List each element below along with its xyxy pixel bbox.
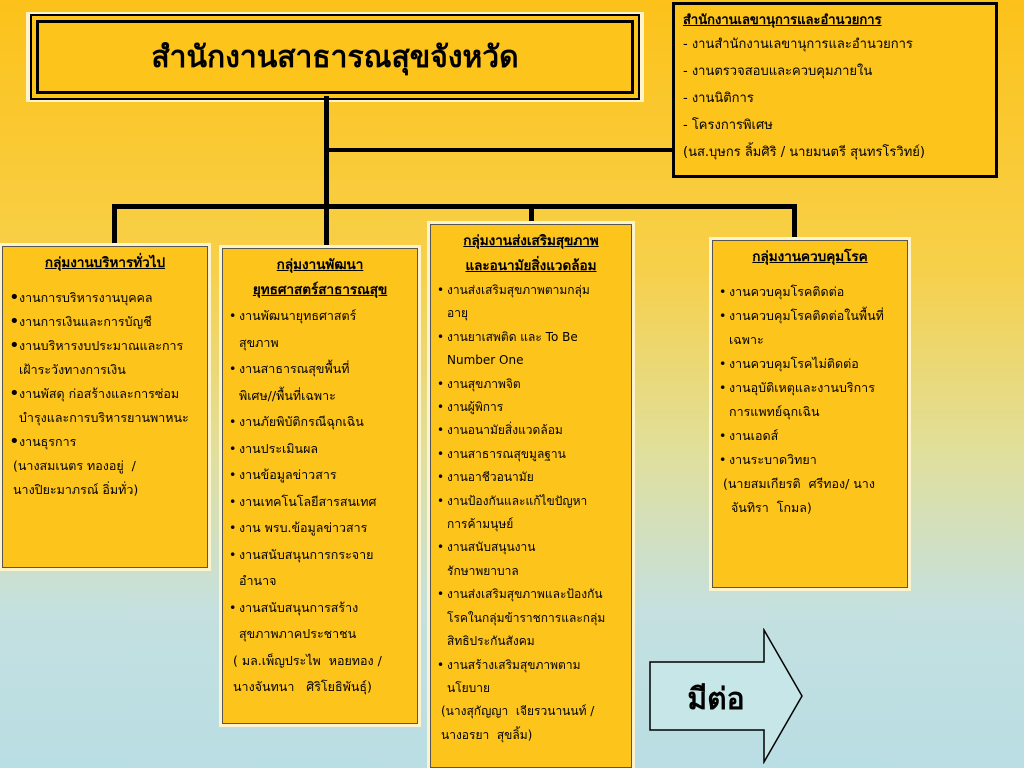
- group-responsible-note: (นายสมเกียรติ ศรีทอง/ นาง: [723, 476, 875, 491]
- group-item: งานระบาดวิทยา: [719, 448, 901, 472]
- group-item: การค้ามนุษย์: [447, 517, 514, 532]
- admin-note: (นส.บุษกร ลิ้มศิริ / นายมนตรี สุนทรโรวิท…: [683, 145, 925, 160]
- group-responsible-note: (นางสมเนตร ทองอยู่ /: [13, 458, 136, 473]
- group-item: งานผู้พิการ: [437, 396, 625, 420]
- group-item: งานพัสดุ ก่อสร้างและการซ่อม: [9, 382, 201, 406]
- group-responsible-note: ( มล.เพ็ญประไพ หอยทอง /: [233, 652, 382, 668]
- group-item: งานพัฒนายุทธศาสตร์: [229, 303, 411, 330]
- group-heading: กลุ่มงานควบคุมโรค: [752, 249, 868, 265]
- continue-arrow-icon[interactable]: [648, 628, 804, 764]
- admin-item: - งานสำนักงานเลขานุการและอำนวยการ: [683, 37, 913, 52]
- admin-item: - โครงการพิเศษ: [683, 118, 773, 133]
- drop-line-1: [112, 204, 117, 250]
- group-item: งานสาธารณสุขพื้นที่: [229, 356, 411, 383]
- trunk-line: [324, 96, 329, 208]
- group-item-list: งานส่งเสริมสุขภาพตามกลุ่มอายุงานยาเสพติด…: [437, 279, 625, 700]
- group-item: โรคในกลุ่มข้าราชการและกลุ่ม: [447, 610, 606, 625]
- group-item: งานควบคุมโรคติดต่อ: [719, 280, 901, 304]
- group-item: งานข้อมูลข่าวสาร: [229, 462, 411, 489]
- group-box-disease-control: กลุ่มงานควบคุมโรคงานควบคุมโรคติดต่องานคว…: [712, 240, 908, 588]
- org-title: สำนักงานสาธารณสุขจังหวัด: [151, 39, 519, 75]
- group-item: เฝ้าระวังทางการเงิน: [19, 362, 126, 377]
- group-item-list: งานควบคุมโรคติดต่องานควบคุมโรคติดต่อในพื…: [719, 280, 901, 472]
- group-box-general-admin: กลุ่มงานบริหารทั่วไปงานการบริหารงานบุคคล…: [2, 246, 208, 568]
- group-item: งานควบคุมโรคไม่ติดต่อ: [719, 352, 901, 376]
- admin-connector: [324, 148, 672, 152]
- group-item: งานสาธารณสุขมูลฐาน: [437, 443, 625, 467]
- group-item-list: งานการบริหารงานบุคคลงานการเงินและการบัญช…: [9, 286, 201, 454]
- drop-line-2: [324, 204, 329, 250]
- group-item: งานควบคุมโรคติดต่อในพื้นที่: [719, 304, 901, 328]
- drop-line-3: [529, 204, 534, 228]
- group-item: พิเศษ//พื้นที่เฉพาะ: [239, 387, 336, 403]
- group-item: เฉพาะ: [729, 332, 764, 347]
- branch-bar: [112, 204, 796, 209]
- group-item: งานสนับสนุนการกระจาย: [229, 542, 411, 569]
- group-item: นโยบาย: [447, 680, 491, 695]
- group-item: งานประเมินผล: [229, 436, 411, 463]
- group-item: งานอนามัยสิ่งแวดล้อม: [437, 419, 625, 443]
- group-item: งานส่งเสริมสุขภาพตามกลุ่ม: [437, 279, 625, 303]
- group-responsible-note: นางจันทนา ศิริโยธิพันธุ์): [233, 679, 372, 694]
- group-item: งานการบริหารงานบุคคล: [9, 286, 201, 310]
- group-item: การแพทย์ฉุกเฉิน: [729, 404, 820, 419]
- drop-line-4: [792, 204, 797, 244]
- group-heading: กลุ่มงานพัฒนา ยุทธศาสตร์สาธารณสุข: [252, 257, 388, 298]
- group-item: งานสนับสนุนงาน: [437, 536, 625, 560]
- group-responsible-note: จันทิรา โกมล): [723, 500, 812, 515]
- group-item: อำนาจ: [239, 573, 277, 588]
- continue-label: มีต่อ: [687, 682, 745, 717]
- group-item: สิทธิประกันสังคม: [447, 634, 535, 649]
- group-item: งานการเงินและการบัญชี: [9, 310, 201, 334]
- group-heading: กลุ่มงานบริหารทั่วไป: [44, 255, 166, 271]
- admin-office-box: สำนักงานเลขานุการและอำนวยการ - งานสำนักง…: [672, 2, 998, 178]
- group-item: งานยาเสพติด และ To Be: [437, 326, 625, 350]
- group-item: Number One: [447, 353, 524, 368]
- group-item: สุขภาพภาคประชาชน: [239, 626, 357, 641]
- group-item: งานภัยพิบัติกรณีฉุกเฉิน: [229, 409, 411, 436]
- group-responsible-note: นางอรยา สุขลิ้ม): [441, 727, 533, 742]
- group-item: งานธุรการ: [9, 430, 201, 454]
- group-item: งานอุบัติเหตุและงานบริการ: [719, 376, 901, 400]
- admin-heading: สำนักงานเลขานุการและอำนวยการ: [683, 13, 882, 28]
- group-item-list: งานพัฒนายุทธศาสตร์สุขภาพงานสาธารณสุขพื้น…: [229, 303, 411, 648]
- group-item: สุขภาพ: [239, 334, 279, 350]
- admin-item: - งานนิติการ: [683, 91, 754, 106]
- group-item: งานเทคโนโลยีสารสนเทศ: [229, 489, 411, 516]
- group-heading: กลุ่มงานส่งเสริมสุขภาพ และอนามัยสิ่งแวดล…: [463, 233, 599, 274]
- group-item: งานส่งเสริมสุขภาพและป้องกัน: [437, 583, 625, 607]
- group-item: งานอาชีวอนามัย: [437, 466, 625, 490]
- group-responsible-note: (นางสุกัญญา เจียรวนานนท์ /: [441, 704, 595, 719]
- admin-item: - งานตรวจสอบและควบคุมภายใน: [683, 64, 873, 79]
- group-item: งานสร้างเสริมสุขภาพตาม: [437, 654, 625, 678]
- group-item: งานบริหารงบประมาณและการ: [9, 334, 201, 358]
- group-item: บำรุงและการบริหารยานพาหนะ: [19, 410, 189, 425]
- group-responsible-note: นางปิยะมาภรณ์ อิ่มทั่ว): [13, 482, 139, 497]
- group-item: รักษาพยาบาล: [447, 563, 519, 578]
- group-item: งานสุขภาพจิต: [437, 373, 625, 397]
- group-item: อายุ: [447, 306, 468, 321]
- group-item: งานเอดส์: [719, 424, 901, 448]
- group-item: งาน พรบ.ข้อมูลข่าวสาร: [229, 515, 411, 542]
- group-box-strategy: กลุ่มงานพัฒนา ยุทธศาสตร์สาธารณสุขงานพัฒน…: [222, 248, 418, 724]
- group-item: งานป้องกันและแก้ไขปัญหา: [437, 490, 625, 514]
- group-box-health-promotion: กลุ่มงานส่งเสริมสุขภาพ และอนามัยสิ่งแวดล…: [430, 224, 632, 768]
- org-title-box: สำนักงานสาธารณสุขจังหวัด: [36, 20, 634, 94]
- group-item: งานสนับสนุนการสร้าง: [229, 595, 411, 622]
